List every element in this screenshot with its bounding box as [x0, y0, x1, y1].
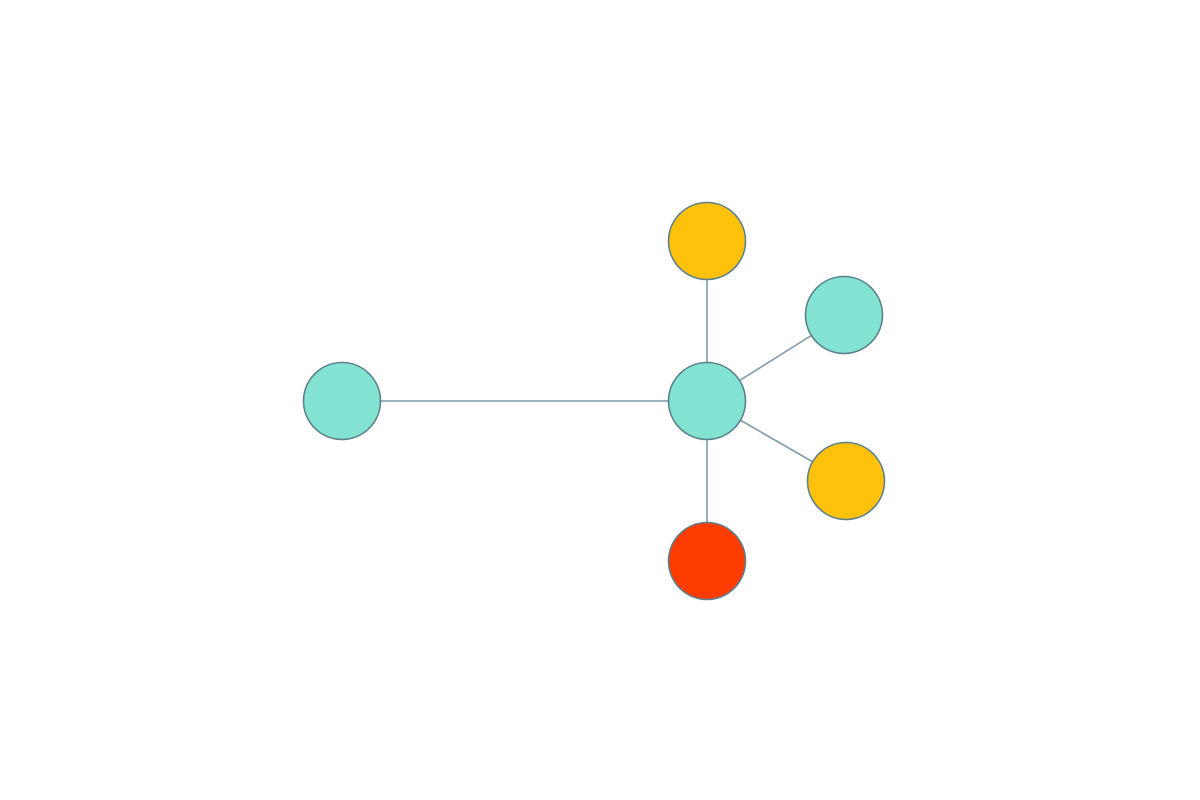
- node-upper-right[interactable]: [804, 275, 884, 355]
- node-lower-right[interactable]: [806, 441, 886, 521]
- edges-layer: [342, 241, 847, 561]
- node-hub[interactable]: [667, 361, 747, 441]
- nodes-layer: [302, 201, 886, 601]
- node-left[interactable]: [302, 361, 382, 441]
- node-top[interactable]: [667, 201, 747, 281]
- node-bottom[interactable]: [667, 521, 747, 601]
